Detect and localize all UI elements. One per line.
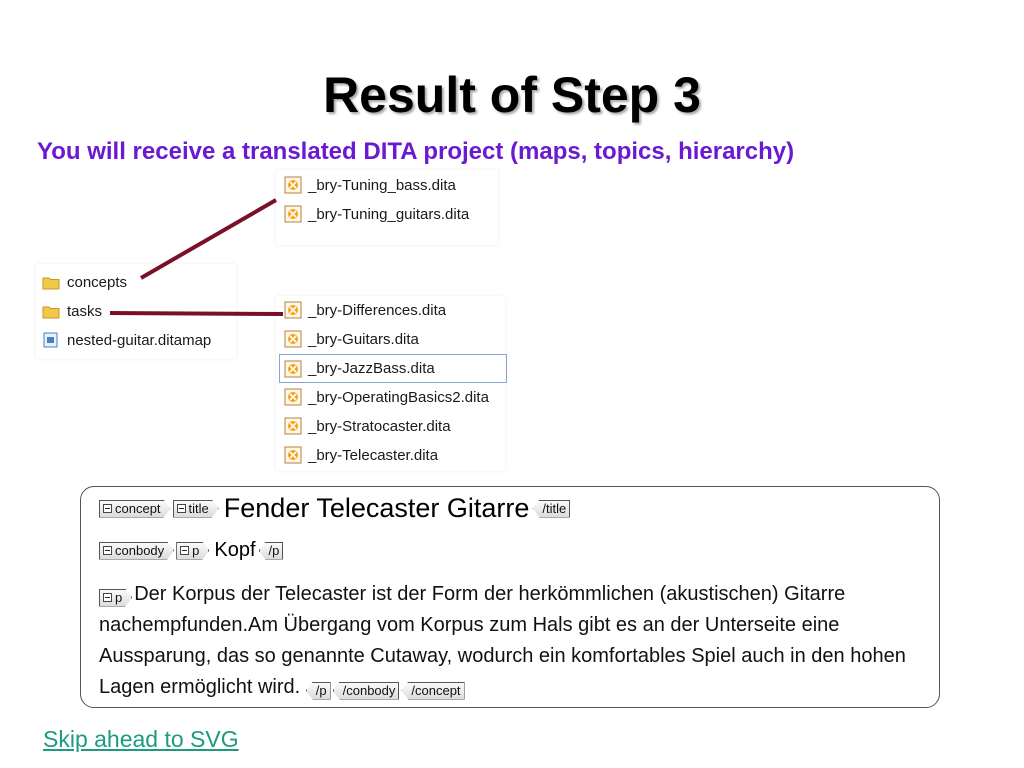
file-name: _bry-JazzBass.dita <box>308 360 435 377</box>
xml-author-view: concept title Fender Telecaster Gitarre … <box>80 486 940 708</box>
file-name: _bry-Guitars.dita <box>308 330 419 348</box>
tag-p-close[interactable]: /p <box>258 541 284 560</box>
folder-item-concepts[interactable]: concepts <box>42 269 127 295</box>
file-item[interactable]: _bry-Tuning_bass.dita <box>284 172 456 198</box>
file-item[interactable]: _bry-Stratocaster.dita <box>284 413 451 439</box>
collapse-icon[interactable] <box>103 504 112 513</box>
file-name: nested-guitar.ditamap <box>67 331 212 349</box>
tasks-file-panel: _bry-Differences.dita _bry-Guitars.dita … <box>276 296 507 471</box>
xml-heading-line: conbody p Kopf /p <box>99 539 285 562</box>
xml-title-line: concept title Fender Telecaster Gitarre … <box>99 493 572 524</box>
file-name: _bry-OperatingBasics2.dita <box>308 388 489 406</box>
slide-title: Result of Step 3 <box>323 67 701 123</box>
folder-name: concepts <box>67 273 128 291</box>
paragraph-text[interactable]: Der Korpus der Telecaster ist der Form d… <box>99 583 906 698</box>
file-name: _bry-Stratocaster.dita <box>308 417 451 435</box>
dita-file-icon <box>284 417 302 435</box>
tag-conbody-open[interactable]: conbody <box>99 542 174 560</box>
file-name: _bry-Tuning_bass.dita <box>308 176 456 194</box>
dita-file-icon <box>284 446 302 464</box>
file-item[interactable]: _bry-OperatingBasics2.dita <box>284 384 489 410</box>
slide-subtitle: You will receive a translated DITA proje… <box>37 138 795 165</box>
folder-item-tasks[interactable]: tasks <box>42 298 102 324</box>
file-item-selected[interactable]: _bry-JazzBass.dita <box>279 354 507 383</box>
file-item[interactable]: _bry-Tuning_guitars.dita <box>284 201 469 227</box>
tag-p-close[interactable]: /p <box>305 681 331 700</box>
tag-conbody-close[interactable]: /conbody <box>332 681 400 700</box>
concepts-file-panel: _bry-Tuning_bass.dita _bry-Tuning_guitar… <box>276 170 498 245</box>
collapse-icon[interactable] <box>103 593 112 602</box>
dita-file-icon <box>284 388 302 406</box>
dita-file-icon <box>284 176 302 194</box>
folder-icon <box>42 277 60 289</box>
heading-text[interactable]: Kopf <box>214 539 256 561</box>
tag-concept-open[interactable]: concept <box>99 500 171 518</box>
file-item[interactable]: _bry-Guitars.dita <box>284 326 419 352</box>
file-name: _bry-Tuning_guitars.dita <box>308 205 470 223</box>
tag-p-open[interactable]: p <box>176 542 209 560</box>
tag-title-open[interactable]: title <box>173 500 219 518</box>
dita-file-icon <box>284 360 302 377</box>
dita-file-icon <box>284 301 302 319</box>
collapse-icon[interactable] <box>180 546 189 555</box>
dita-file-icon <box>284 330 302 348</box>
tag-title-close[interactable]: /title <box>532 499 571 518</box>
tag-p-open[interactable]: p <box>99 589 132 607</box>
file-item[interactable]: _bry-Telecaster.dita <box>284 442 438 468</box>
collapse-icon[interactable] <box>103 546 112 555</box>
dita-file-icon <box>284 205 302 223</box>
concept-title-text[interactable]: Fender Telecaster Gitarre <box>223 493 530 523</box>
collapse-icon[interactable] <box>177 504 186 513</box>
file-name: _bry-Differences.dita <box>308 301 447 319</box>
ditamap-file-icon <box>43 332 58 348</box>
ditamap-file-item[interactable]: nested-guitar.ditamap <box>43 327 211 353</box>
folder-icon <box>42 306 60 318</box>
file-item[interactable]: _bry-Differences.dita <box>284 297 446 323</box>
file-name: _bry-Telecaster.dita <box>308 446 439 464</box>
skip-ahead-link[interactable]: Skip ahead to SVG <box>43 726 239 752</box>
folder-name: tasks <box>67 302 103 320</box>
tag-concept-close[interactable]: /concept <box>401 681 465 700</box>
project-tree-panel: concepts tasks nested-guitar.ditamap <box>36 264 236 359</box>
